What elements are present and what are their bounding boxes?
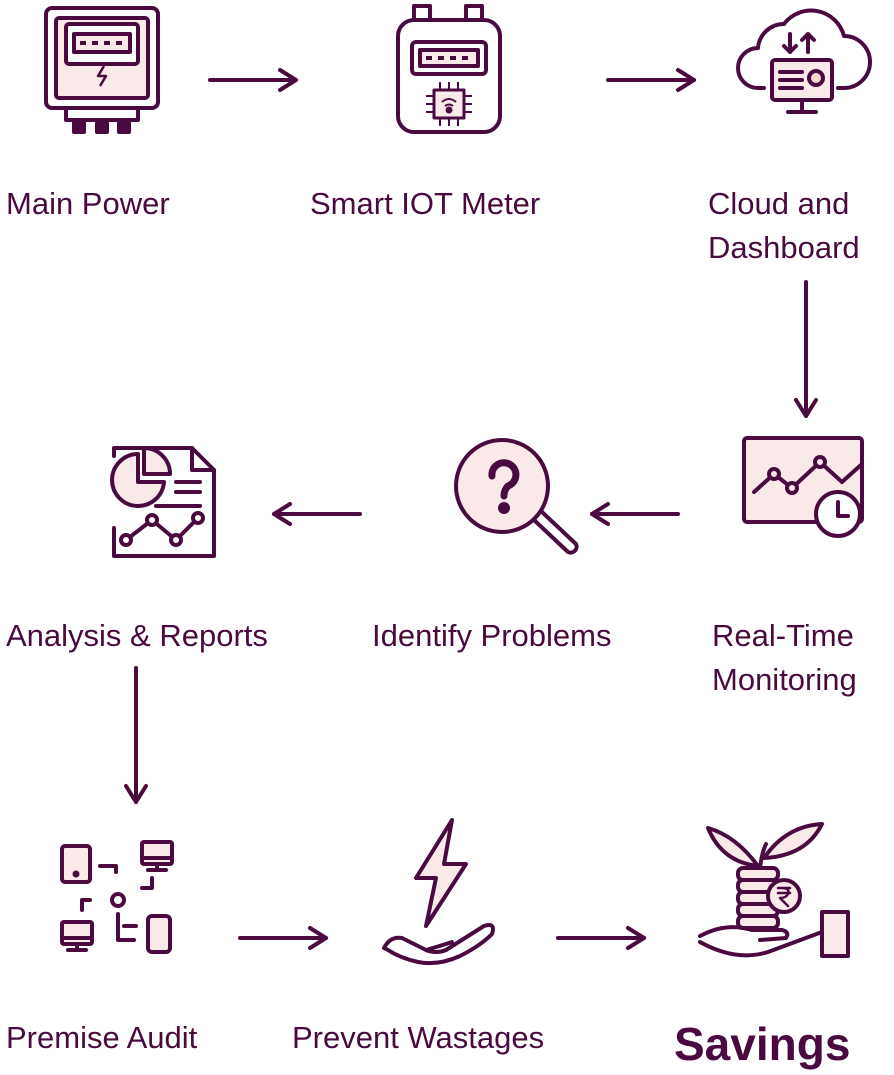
arrow-right-1	[208, 68, 300, 92]
premise-audit-label: Premise Audit	[6, 1020, 198, 1055]
arrow-right-4	[556, 926, 648, 950]
prevent-wastages-label: Prevent Wastages	[292, 1020, 545, 1055]
savings-label: Savings	[674, 1018, 851, 1070]
cloud-dashboard-icon	[736, 6, 872, 118]
arrow-down-1	[794, 280, 818, 420]
iot-meter-icon	[396, 4, 502, 136]
identify-label: Identify Problems	[372, 618, 612, 653]
arrow-left-2	[588, 502, 680, 526]
arrow-left-1	[270, 502, 362, 526]
report-chart-icon	[96, 436, 220, 560]
smart-iot-meter-label: Smart IOT Meter	[310, 186, 541, 221]
arrow-down-2	[124, 666, 148, 806]
hand-lightning-icon	[380, 816, 498, 966]
monitoring-chart-icon	[742, 436, 866, 544]
device-network-icon	[56, 836, 178, 958]
arrow-right-3	[238, 926, 330, 950]
main-power-label: Main Power	[6, 186, 170, 221]
electric-meter-icon	[44, 6, 160, 136]
cloud-label-line1: Cloud and	[708, 186, 850, 221]
monitoring-label-line2: Monitoring	[712, 662, 857, 697]
money-plant-hand-icon	[696, 816, 852, 966]
cloud-label-line2: Dashboard	[708, 230, 860, 265]
arrow-right-2	[606, 68, 698, 92]
analysis-label: Analysis & Reports	[6, 618, 268, 653]
magnifier-question-icon	[452, 436, 579, 562]
monitoring-label-line1: Real-Time	[712, 618, 854, 653]
